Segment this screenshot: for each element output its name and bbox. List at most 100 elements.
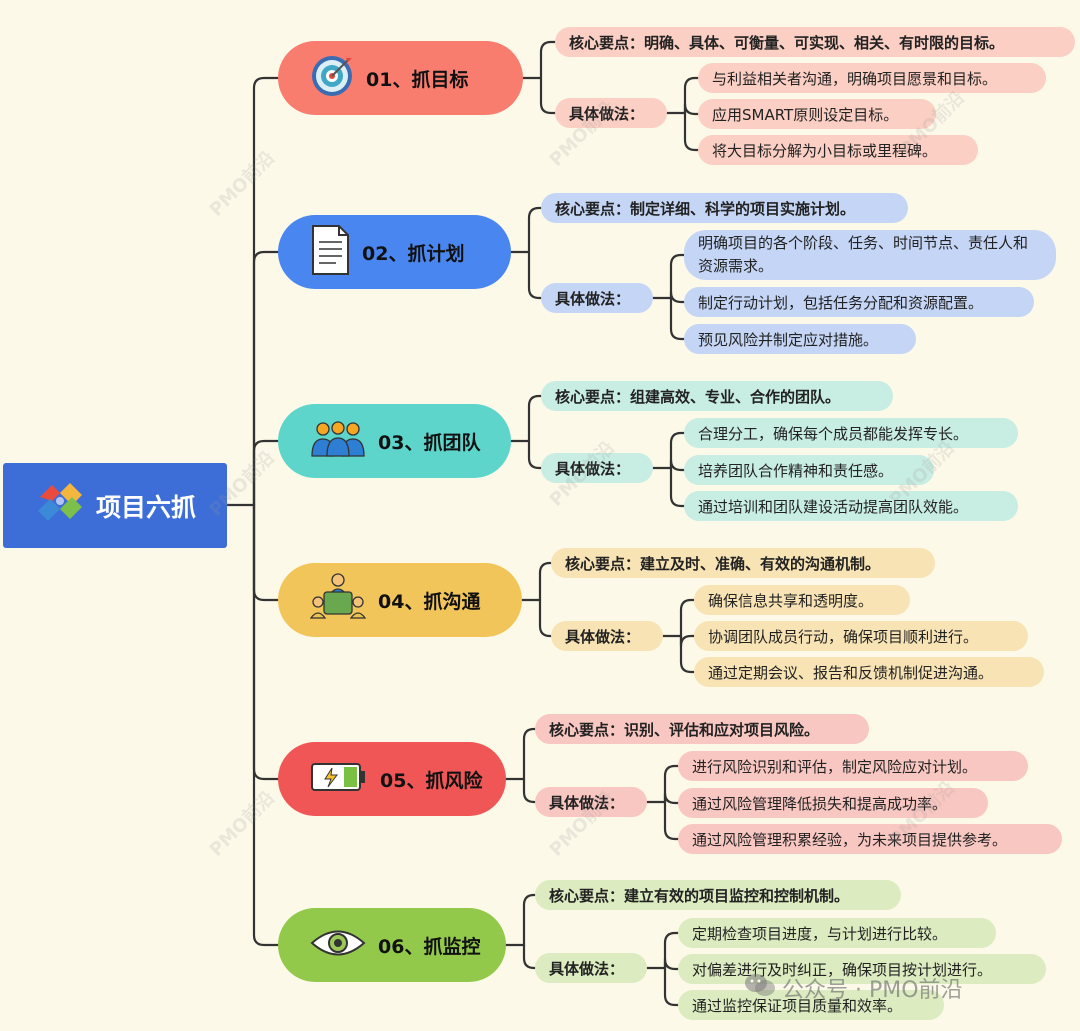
method-connector-02-3: [669, 296, 686, 341]
method-item: 预见风险并制定应对措施。: [684, 324, 916, 354]
core-label: 核心要点：: [549, 886, 625, 905]
branch-to-method-03: [527, 439, 543, 470]
method-connector-02-1: [669, 253, 686, 300]
method-item: 通过培训和团队建设活动提高团队效能。: [684, 491, 1018, 521]
method-item: 对偏差进行及时纠正，确保项目按计划进行。: [678, 954, 1046, 984]
method-item: 通过定期会议、报告和反馈机制促进沟通。: [694, 657, 1044, 687]
core-text: 建立有效的项目监控和控制机制。: [624, 886, 850, 905]
method-connector-05-3: [663, 800, 680, 841]
root-title: 项目六抓: [95, 492, 196, 522]
branch-to-core-05: [522, 727, 537, 781]
target-icon: [310, 54, 354, 103]
branch-04[interactable]: 04、抓沟通: [278, 563, 522, 637]
trunk-branch-4: [252, 503, 280, 602]
core-point-03: 核心要点：组建高效、专业、合作的团队。: [541, 381, 893, 411]
core-point-06: 核心要点：建立有效的项目监控和控制机制。: [535, 880, 901, 910]
branch-to-core-03: [527, 394, 543, 443]
meeting-icon: [309, 572, 367, 629]
method-connector-03-1: [669, 431, 686, 470]
branch-to-method-06: [522, 943, 537, 970]
method-item: 明确项目的各个阶段、任务、时间节点、责任人和资源需求。: [684, 230, 1056, 280]
method-item: 通过监控保证项目质量和效率。: [678, 990, 944, 1020]
trunk-branch-6: [252, 503, 280, 947]
branch-label: 01、抓目标: [366, 68, 469, 91]
branch-02[interactable]: 02、抓计划: [278, 215, 511, 289]
wechat-icon: [744, 972, 776, 1004]
method-connector-04-3: [679, 634, 696, 674]
method-item: 通过风险管理积累经验，为未来项目提供参考。: [678, 824, 1062, 854]
method-item: 合理分工，确保每个成员都能发挥专长。: [684, 418, 1018, 448]
branch-to-core-02: [527, 206, 543, 254]
method-label-04: 具体做法：: [551, 621, 663, 651]
core-point-02: 核心要点：制定详细、科学的项目实施计划。: [541, 193, 908, 223]
core-text: 制定详细、科学的项目实施计划。: [630, 199, 856, 218]
puzzle-icon: [34, 477, 86, 535]
branch-to-core-01: [539, 40, 557, 80]
method-connector-05-1: [663, 764, 680, 804]
method-connector-02-2: [669, 291, 686, 304]
method-connector-01-3: [683, 111, 700, 152]
branch-to-method-01: [539, 76, 557, 115]
trunk-branch-3: [252, 439, 280, 507]
core-label: 核心要点：: [555, 199, 631, 218]
branch-06[interactable]: 06、抓监控: [278, 908, 506, 982]
trunk-branch-2: [252, 250, 280, 507]
method-connector-06-2: [663, 958, 680, 971]
method-item: 应用SMART原则设定目标。: [698, 99, 936, 129]
core-label: 核心要点：: [569, 33, 645, 52]
method-item: 制定行动计划，包括任务分配和资源配置。: [684, 287, 1034, 317]
method-item: 通过风险管理降低损失和提高成功率。: [678, 788, 988, 818]
branch-label: 03、抓团队: [378, 431, 481, 454]
method-label-02: 具体做法：: [541, 283, 653, 313]
branch-label: 05、抓风险: [380, 769, 483, 792]
method-item: 与利益相关者沟通，明确项目愿景和目标。: [698, 63, 1046, 93]
core-point-05: 核心要点：识别、评估和应对项目风险。: [535, 714, 869, 744]
branch-label: 04、抓沟通: [378, 590, 481, 613]
method-connector-06-3: [663, 966, 680, 1007]
branch-to-method-02: [527, 250, 543, 300]
method-item: 协调团队成员行动，确保项目顺利进行。: [694, 621, 1028, 651]
method-item: 定期检查项目进度，与计划进行比较。: [678, 918, 996, 948]
trunk-branch-1: [252, 76, 280, 507]
method-connector-06-1: [663, 931, 680, 970]
document-icon: [310, 224, 350, 281]
core-text: 建立及时、准确、有效的沟通机制。: [640, 554, 881, 573]
method-item: 进行风险识别和评估，制定风险应对计划。: [678, 751, 1028, 781]
branch-03[interactable]: 03、抓团队: [278, 404, 511, 478]
core-text: 识别、评估和应对项目风险。: [624, 720, 820, 739]
branch-05[interactable]: 05、抓风险: [278, 742, 506, 816]
method-label-03: 具体做法：: [541, 453, 653, 483]
core-point-04: 核心要点：建立及时、准确、有效的沟通机制。: [551, 548, 935, 578]
method-label-06: 具体做法：: [535, 953, 647, 983]
core-label: 核心要点：: [555, 387, 631, 406]
method-connector-01-2: [683, 103, 700, 116]
branch-to-method-05: [522, 777, 537, 804]
method-label-01: 具体做法：: [555, 98, 667, 128]
branch-to-core-04: [538, 561, 553, 602]
method-item: 确保信息共享和透明度。: [694, 585, 910, 615]
team-icon: [310, 420, 366, 463]
core-point-01: 核心要点：明确、具体、可衡量、可实现、相关、有时限的目标。: [555, 27, 1075, 57]
branch-label: 06、抓监控: [378, 935, 481, 958]
method-connector-03-3: [669, 466, 686, 508]
method-connector-01-1: [683, 76, 700, 115]
battery-icon: [310, 761, 368, 798]
branch-label: 02、抓计划: [362, 242, 465, 265]
method-connector-05-2: [663, 792, 680, 805]
core-label: 核心要点：: [565, 554, 641, 573]
method-connector-03-2: [669, 459, 686, 472]
footer-account: 公众号 · PMO前沿: [744, 972, 963, 1004]
method-item: 培养团队合作精神和责任感。: [684, 455, 934, 485]
footer-text: 公众号 · PMO前沿: [782, 978, 963, 1003]
core-text: 组建高效、专业、合作的团队。: [630, 387, 841, 406]
method-connector-04-1: [679, 598, 696, 638]
branch-01[interactable]: 01、抓目标: [278, 41, 523, 115]
eye-icon: [310, 926, 366, 965]
method-item: 将大目标分解为小目标或里程碑。: [698, 135, 978, 165]
core-label: 核心要点：: [549, 720, 625, 739]
root-node[interactable]: 项目六抓: [3, 463, 227, 548]
branch-to-core-06: [522, 893, 537, 947]
method-label-05: 具体做法：: [535, 787, 647, 817]
trunk-branch-5: [252, 503, 280, 781]
